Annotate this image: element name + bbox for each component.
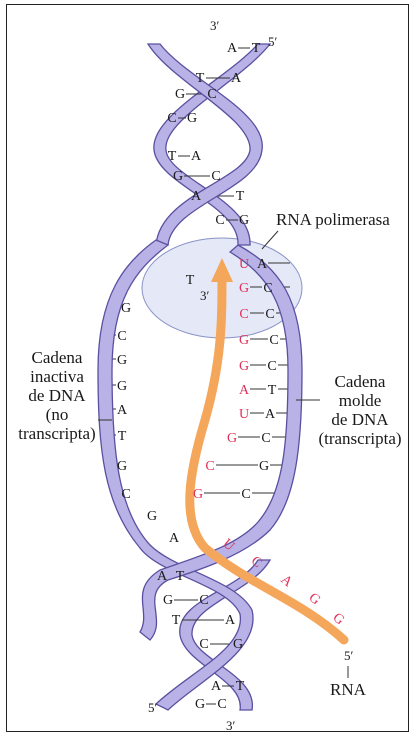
template-strand-base: C: [265, 307, 274, 322]
bottom-pair-base-right: G: [233, 637, 243, 652]
inactive-strand-base: G: [121, 301, 131, 316]
bottom-3-prime: 3′: [226, 718, 236, 733]
rna-hybrid-base: U: [239, 407, 249, 422]
inactive-strand-base: C: [117, 329, 126, 344]
rna-tail-base: A: [278, 572, 296, 591]
top-pair-base-right: C: [211, 169, 220, 184]
bottom-pair-base-left: G: [163, 593, 173, 608]
rna-hybrid-base: G: [239, 333, 249, 348]
rna-tail-base: G: [306, 590, 323, 608]
rna-hybrid-base: G: [193, 487, 203, 502]
bottom-pair-base-right: T: [236, 679, 245, 694]
bottom-pair-base-right: C: [199, 593, 208, 608]
bottom-pair-base-left: T: [172, 613, 181, 628]
top-pair-base-right: A: [191, 149, 202, 164]
bottom-pair-base-right: A: [225, 613, 236, 628]
bottom-5-prime: 5′: [148, 700, 158, 715]
bottom-pair-base-left: A: [211, 679, 222, 694]
rna-hybrid-base: G: [227, 431, 237, 446]
top-pair-base-right: A: [231, 71, 242, 86]
rna-hybrid-base: G: [239, 359, 249, 374]
top-pair-base-left: A: [191, 189, 202, 204]
top-pair-base-left: C: [167, 111, 176, 126]
top-pair-base-left: A: [227, 41, 238, 56]
rna-hybrid-base: A: [239, 383, 250, 398]
inactive-strand-base: G: [117, 459, 127, 474]
rna-5-prime: 5′: [344, 648, 354, 663]
top-pair-base-right: C: [207, 87, 216, 102]
bottom-pair-base-left: A: [157, 569, 168, 584]
template-strand-base: T: [268, 383, 277, 398]
top-pair-base-left: T: [196, 71, 205, 86]
bottom-pair-base-left: C: [199, 637, 208, 652]
top-pair-base-left: T: [168, 149, 177, 164]
top-3-prime: 3′: [210, 18, 220, 33]
template-strand-base: C: [269, 333, 278, 348]
top-pair-base-right: T: [236, 189, 245, 204]
template-strand-base: C: [241, 487, 250, 502]
inactive-strand-base: G: [147, 509, 157, 524]
rna-label: RNA: [318, 680, 378, 699]
template-strand-base: A: [265, 407, 276, 422]
rna-hybrid-base: C: [205, 459, 214, 474]
top-pair-base-left: C: [215, 213, 224, 228]
rna-polimerasa-label: RNA polimerasa: [276, 210, 406, 229]
rna-polymerase-pointer: [262, 231, 278, 249]
template-strand-base: G: [259, 459, 269, 474]
bottom-pair-base-right: T: [176, 569, 185, 584]
inactive-strand-base: A: [169, 531, 180, 546]
bottom-pair-base-right: C: [217, 697, 226, 712]
inactive-strand-base: G: [117, 353, 127, 368]
polymerase-3-prime: 3′: [200, 288, 210, 303]
rna-hybrid-base: G: [239, 281, 249, 296]
template-strand-base: C: [267, 359, 276, 374]
rna-hybrid-base: U: [239, 257, 249, 272]
top-pair-base-left: G: [175, 87, 185, 102]
template-strand-label: Cadena molde de DNA (transcripta): [306, 372, 414, 448]
top-pair-base-right: G: [187, 111, 197, 126]
top-pair-base-right: G: [239, 213, 249, 228]
inactive-strand-base: C: [121, 487, 130, 502]
top-5-prime: 5′: [268, 34, 278, 49]
rna-hybrid-base: C: [239, 307, 248, 322]
template-strand-base: C: [261, 431, 270, 446]
inactive-strand-base: G: [117, 379, 127, 394]
top-pair-base-left: G: [173, 169, 183, 184]
inactive-strand-base: T: [186, 273, 195, 288]
inactive-strand-base: A: [117, 403, 128, 418]
top-pair-base-right: T: [252, 41, 261, 56]
template-strand-base: C: [263, 281, 272, 296]
inactive-strand-base: T: [118, 429, 127, 444]
inactive-strand-label: Cadena inactiva de DNA (no transcripta): [14, 348, 100, 443]
bottom-pair-base-left: G: [195, 697, 205, 712]
template-strand-base: A: [257, 257, 268, 272]
